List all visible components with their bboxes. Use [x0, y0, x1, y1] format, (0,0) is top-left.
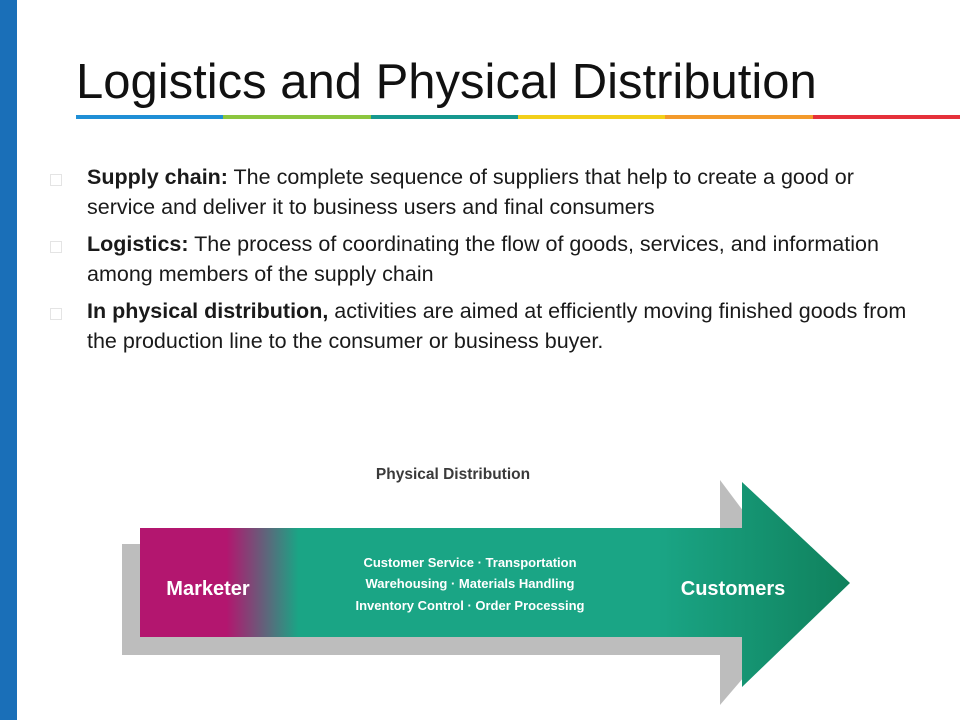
- slide-title: Logistics and Physical Distribution: [76, 55, 817, 109]
- bullet-physical-distribution: In physical distribution, activities are…: [50, 296, 910, 356]
- marketer-label: Marketer: [166, 578, 250, 600]
- bullet-term: Logistics:: [87, 232, 189, 256]
- bullet-term: Supply chain:: [87, 165, 228, 189]
- title-underline-segment-orange: [665, 115, 813, 119]
- bullet-marker-icon: [50, 241, 62, 253]
- bullet-supply-chain: Supply chain: The complete sequence of s…: [50, 162, 910, 222]
- bullet-logistics: Logistics: The process of coordinating t…: [50, 229, 910, 289]
- title-underline-segment-red: [812, 115, 960, 119]
- bullet-text: activities are aimed at efficiently movi…: [87, 299, 907, 353]
- title-underline-segment-blue: [76, 115, 224, 119]
- arrow-shadow: [122, 480, 810, 705]
- customers-label: Customers: [681, 578, 785, 600]
- bullet-term: In physical distribution,: [87, 299, 329, 323]
- bullet-text: The process of coordinating the flow of …: [87, 232, 879, 286]
- arrow-body: [140, 482, 850, 687]
- title-underline-segment-yellow: [517, 115, 666, 119]
- bullet-marker-icon: [50, 308, 62, 320]
- title-underline-segment-green: [223, 115, 371, 119]
- title-underline: [76, 115, 960, 119]
- left-accent-bar: [0, 0, 17, 720]
- title-underline-segment-teal: [370, 115, 518, 119]
- bullet-list: Supply chain: The complete sequence of s…: [50, 162, 910, 363]
- activity-line-3: Inventory Control · Order Processing: [356, 598, 585, 613]
- activity-line-1: Customer Service · Transportation: [363, 555, 576, 570]
- diagram-heading: Physical Distribution: [376, 466, 530, 483]
- activity-line-2: Warehousing · Materials Handling: [366, 576, 575, 591]
- bullet-text: The complete sequence of suppliers that …: [87, 165, 854, 219]
- bullet-marker-icon: [50, 174, 62, 186]
